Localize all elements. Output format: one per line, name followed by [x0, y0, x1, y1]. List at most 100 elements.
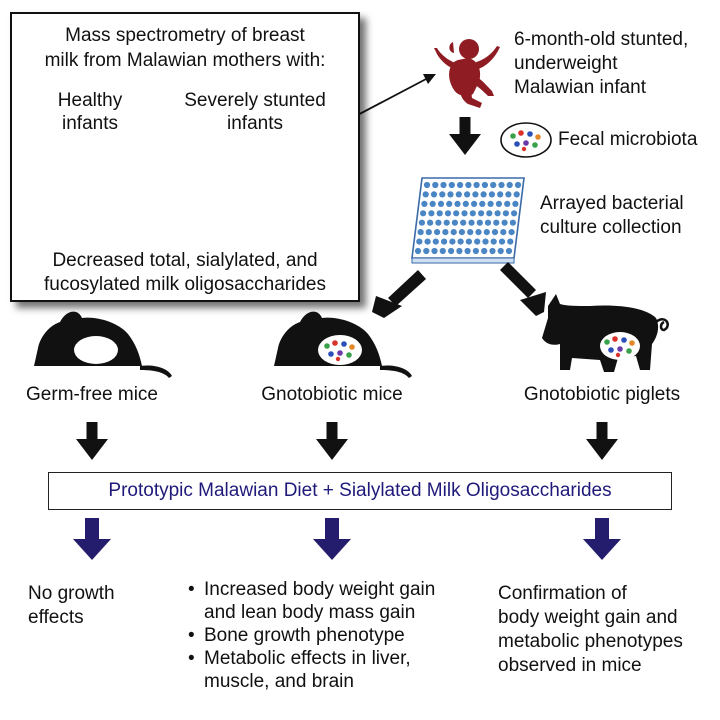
plate-well	[455, 191, 462, 198]
plate-well	[498, 181, 505, 189]
germ-free-outcome-arrow	[73, 518, 111, 560]
germ-free-outcome-line2: effects	[28, 607, 84, 628]
plate-well	[504, 200, 511, 207]
study-result-line2: fucosylated milk oligosaccharides	[44, 274, 326, 295]
healthy-label-line2: infants	[62, 113, 118, 134]
study-result-line1: Decreased total, sialylated, and	[52, 250, 318, 271]
stunted-label-line1: Severely stunted	[184, 90, 326, 111]
plate-well	[478, 210, 485, 217]
plate-well	[434, 229, 441, 236]
plate-well	[505, 247, 513, 255]
plate-well	[487, 200, 494, 207]
plate-well	[491, 229, 499, 236]
mice-outcome-bullet-1: Increased body weight gain and lean body…	[188, 578, 435, 624]
plate-well	[461, 210, 468, 217]
plate-well	[497, 191, 504, 198]
plate-well	[427, 219, 434, 226]
plate-well	[501, 219, 508, 226]
plate-well	[442, 229, 449, 236]
plate-well	[489, 247, 496, 255]
plate-well	[429, 200, 436, 207]
plate-well	[432, 181, 439, 189]
gnotobiotic-piglets-label: Gnotobiotic piglets	[523, 384, 681, 405]
plate-well	[493, 219, 500, 226]
plate-well	[480, 191, 487, 198]
study-box	[10, 12, 360, 302]
plate-well	[464, 247, 471, 255]
plate-well	[513, 191, 520, 198]
plate-well	[441, 238, 448, 245]
plate-well	[425, 229, 432, 236]
plate-well	[481, 181, 488, 189]
plate-well	[431, 247, 438, 255]
plate-well	[446, 200, 453, 207]
plate-well	[506, 181, 513, 189]
plate-well	[416, 238, 423, 245]
plate-well	[456, 247, 463, 255]
plate-well	[497, 247, 504, 255]
diet-box: Prototypic Malawian Diet + Sialylated Mi…	[48, 472, 672, 510]
plate-well	[467, 229, 474, 236]
plate-well	[443, 219, 450, 226]
germ-free-down-arrow	[76, 422, 108, 460]
plate-well	[476, 219, 483, 226]
plate-well	[500, 229, 507, 236]
gnotobiotic-mice-label: Gnotobiotic mice	[261, 384, 403, 405]
microbiota-icon	[500, 122, 552, 158]
germ-free-mice-label: Germ-free mice	[26, 384, 158, 405]
plate-well	[430, 191, 438, 198]
plate-well	[421, 200, 428, 207]
well-plate-icon	[411, 177, 525, 264]
piglets-outcome-line2: body weight gain and	[498, 607, 678, 628]
fecal-microbiota-label: Fecal microbiota	[558, 129, 698, 150]
plate-well	[471, 200, 478, 207]
donor-infant-icon	[434, 39, 500, 108]
plate-well	[432, 238, 439, 245]
mice-outcome-b3-line2: muscle, and brain	[204, 671, 354, 692]
plate-right-arrow	[500, 262, 546, 316]
plate-well	[482, 238, 489, 245]
mice-outcome-arrow	[313, 518, 351, 560]
plate-well	[424, 238, 431, 245]
mice-outcome-b2: Bone growth phenotype	[204, 625, 405, 646]
mice-outcome-b1-line2: and lean body mass gain	[204, 602, 416, 623]
plate-well	[451, 219, 458, 226]
plate-left-arrow	[372, 270, 426, 318]
plate-well	[464, 191, 471, 198]
plate-well	[444, 210, 452, 217]
plate-well	[462, 200, 469, 207]
donor-label-line3: Malawian infant	[514, 77, 647, 98]
gnoto-piglets-down-arrow	[586, 422, 618, 460]
plate-well	[479, 200, 486, 207]
donor-label-line1: 6-month-old stunted,	[514, 29, 689, 50]
plate-well	[460, 219, 467, 226]
plate-well	[468, 219, 475, 226]
plate-well	[488, 191, 495, 198]
plate-well	[435, 219, 442, 226]
plate-well	[417, 229, 424, 236]
plate-well	[514, 181, 522, 189]
plate-well	[436, 210, 443, 217]
plate-well	[494, 210, 501, 217]
stunted-label-line2: infants	[227, 113, 283, 134]
plate-well	[418, 219, 425, 226]
plate-well	[440, 181, 447, 189]
mice-outcome-bullet-3: Metabolic effects in liver, muscle, and …	[188, 647, 435, 693]
donor-label-line2: underweight	[514, 53, 618, 74]
plate-well	[439, 247, 446, 255]
plate-well	[457, 238, 464, 245]
plate-well	[414, 247, 422, 255]
plate-well	[447, 191, 454, 198]
plate-well	[457, 181, 464, 189]
plate-well	[512, 200, 519, 207]
plate-well	[505, 191, 512, 198]
plate-well	[473, 181, 480, 189]
plate-well	[490, 181, 497, 189]
plate-well	[437, 200, 445, 207]
mice-outcome-b3-line1: Metabolic effects in liver,	[204, 648, 411, 669]
plate-well	[474, 238, 481, 245]
plate-well	[469, 210, 476, 217]
plate-well	[420, 210, 427, 217]
